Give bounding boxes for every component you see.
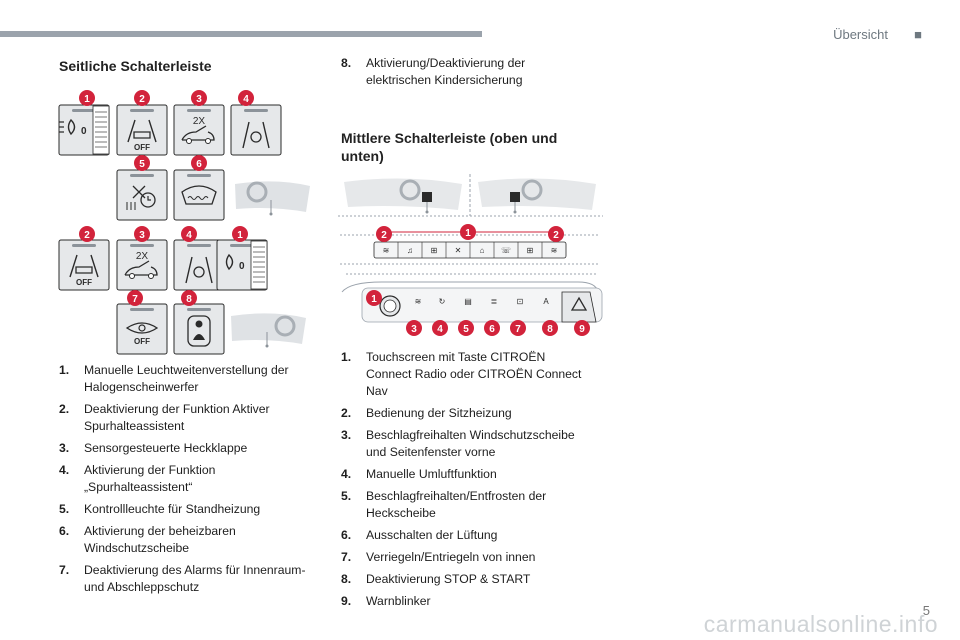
list-item: 1.Touchscreen mit Taste CITROËN Connect …	[341, 350, 582, 398]
svg-text:2: 2	[553, 230, 559, 241]
list-item: 8.Deaktivierung STOP & START	[341, 572, 531, 586]
right-heading: Mittlere Schalterleiste (oben und unten)	[341, 130, 558, 164]
right-top-list: 8.Aktivierung/Deaktivierung der elektris…	[341, 55, 561, 94]
svg-text:☏: ☏	[501, 246, 511, 255]
callout-badges-bottom: 1 3 4 5 6 7 8 9	[366, 290, 590, 336]
list-item: 5.Beschlagfreihalten/Entfrosten der Heck…	[341, 489, 547, 520]
svg-text:OFF: OFF	[134, 143, 150, 152]
svg-text:⊞: ⊞	[431, 246, 438, 255]
svg-text:4: 4	[437, 324, 443, 335]
svg-text:1: 1	[84, 94, 90, 105]
section-marker: ■	[914, 27, 922, 42]
svg-text:0: 0	[81, 126, 87, 137]
switch-tailgate-2: 2X	[116, 239, 168, 291]
center-switch-panel-figure: ≋ ♫ ⊞ ✕ ⌂ ☏ ⊞ ≋ ≋ ↻ ▤ ≣ ⊡ A 2 1 2 1 3 4 5 6 7 8	[338, 174, 603, 336]
svg-text:0: 0	[239, 261, 245, 272]
list-item: 3.Sensorgesteuerte Heckklappe	[59, 441, 248, 455]
list-item: 4.Aktivierung der Funktion „Spurhalteass…	[59, 463, 216, 494]
list-item: 6.Ausschalten der Lüftung	[341, 528, 498, 542]
svg-text:3: 3	[411, 324, 417, 335]
list-item: 4.Manuelle Umluftfunktion	[341, 467, 497, 481]
svg-text:2X: 2X	[136, 251, 149, 262]
dashboard-silhouette-1	[235, 181, 310, 216]
list-item: 2.Deaktivierung der Funktion Aktiver Spu…	[59, 402, 270, 433]
svg-text:7: 7	[515, 324, 521, 335]
list-item: 7.Verriegeln/Entriegeln von innen	[341, 550, 536, 564]
lower-switch-strip: ≋ ↻ ▤ ≣ ⊡ A	[341, 281, 603, 323]
page-number: 5	[922, 603, 930, 618]
svg-text:♫: ♫	[407, 246, 413, 255]
switch-lane-assist-off-2: OFF	[58, 239, 110, 291]
switch-alarm-off: OFF	[116, 303, 168, 355]
svg-text:≋: ≋	[415, 297, 422, 306]
list-item: 7.Deaktivierung des Alarms für Innenraum…	[59, 563, 306, 594]
svg-text:6: 6	[196, 159, 202, 170]
svg-text:2X: 2X	[193, 116, 206, 127]
list-item: 6.Aktivierung der beheizbaren Windschutz…	[59, 524, 236, 555]
right-legend-list: 1.Touchscreen mit Taste CITROËN Connect …	[341, 349, 591, 615]
svg-text:8: 8	[186, 294, 192, 305]
list-item: 3.Beschlagfreihalten Windschutzscheibe u…	[341, 428, 575, 459]
svg-text:5: 5	[139, 159, 145, 170]
switch-tailgate: 2X	[173, 104, 225, 156]
list-item: 8.Aktivierung/Deaktivierung der elektris…	[341, 56, 526, 87]
svg-text:A: A	[543, 297, 549, 306]
side-switch-panel-figure: 0 OFF 2X OFF	[58, 90, 310, 355]
svg-text:≋: ≋	[383, 246, 390, 255]
svg-text:↻: ↻	[439, 297, 446, 306]
header-bar	[0, 31, 482, 37]
watermark: carmanualsonline.info	[703, 611, 938, 637]
svg-text:2: 2	[381, 230, 387, 241]
svg-text:6: 6	[489, 324, 495, 335]
svg-text:8: 8	[547, 324, 553, 335]
svg-text:4: 4	[243, 94, 249, 105]
svg-text:OFF: OFF	[134, 337, 150, 346]
switch-heated-windscreen	[173, 169, 225, 221]
svg-text:▤: ▤	[464, 297, 472, 306]
svg-text:✕: ✕	[455, 246, 462, 255]
list-item: 1.Manuelle Leuchtweitenverstellung der H…	[59, 363, 289, 394]
svg-text:1: 1	[371, 294, 377, 305]
svg-text:2: 2	[84, 230, 90, 241]
svg-text:≣: ≣	[491, 297, 498, 306]
svg-text:⊞: ⊞	[527, 246, 534, 255]
svg-text:3: 3	[139, 230, 145, 241]
dashboard-silhouette-2	[231, 313, 306, 348]
svg-text:⌂: ⌂	[480, 246, 485, 255]
list-item: 2.Bedienung der Sitzheizung	[341, 406, 512, 420]
list-item: 5.Kontrollleuchte für Standheizung	[59, 502, 261, 516]
switch-lane-keeping	[230, 104, 282, 156]
switch-child-lock	[173, 303, 225, 355]
svg-text:OFF: OFF	[76, 278, 92, 287]
svg-text:3: 3	[196, 94, 202, 105]
switch-preheating	[116, 169, 168, 221]
upper-switch-strip: ≋ ♫ ⊞ ✕ ⌂ ☏ ⊞ ≋	[338, 215, 603, 275]
svg-text:7: 7	[132, 294, 138, 305]
section-title: Übersicht	[833, 27, 888, 42]
switch-lane-keeping-2	[173, 239, 225, 291]
callout-badges-top: 2 1 2	[376, 224, 564, 242]
svg-text:≋: ≋	[551, 246, 558, 255]
left-legend-list: 1.Manuelle Leuchtweitenverstellung der H…	[59, 362, 309, 601]
svg-text:1: 1	[465, 228, 471, 239]
list-item: 9.Warnblinker	[341, 594, 431, 608]
svg-text:5: 5	[463, 324, 469, 335]
svg-text:9: 9	[579, 324, 585, 335]
switch-headlamp-level-2: 0	[216, 239, 268, 291]
dashboard-silhouette-right	[478, 178, 596, 214]
svg-text:2: 2	[139, 94, 145, 105]
left-heading: Seitliche Schalterleiste	[59, 58, 212, 74]
switch-lane-assist-off: OFF	[116, 104, 168, 156]
switch-headlamp-level: 0	[58, 104, 110, 156]
svg-text:1: 1	[237, 230, 243, 241]
callout-badges: 1 2 3 4 5 6 2 3 4 1 7 8	[79, 90, 254, 306]
dashboard-silhouette-left	[344, 178, 462, 214]
svg-text:4: 4	[186, 230, 192, 241]
svg-text:⊡: ⊡	[517, 297, 524, 306]
